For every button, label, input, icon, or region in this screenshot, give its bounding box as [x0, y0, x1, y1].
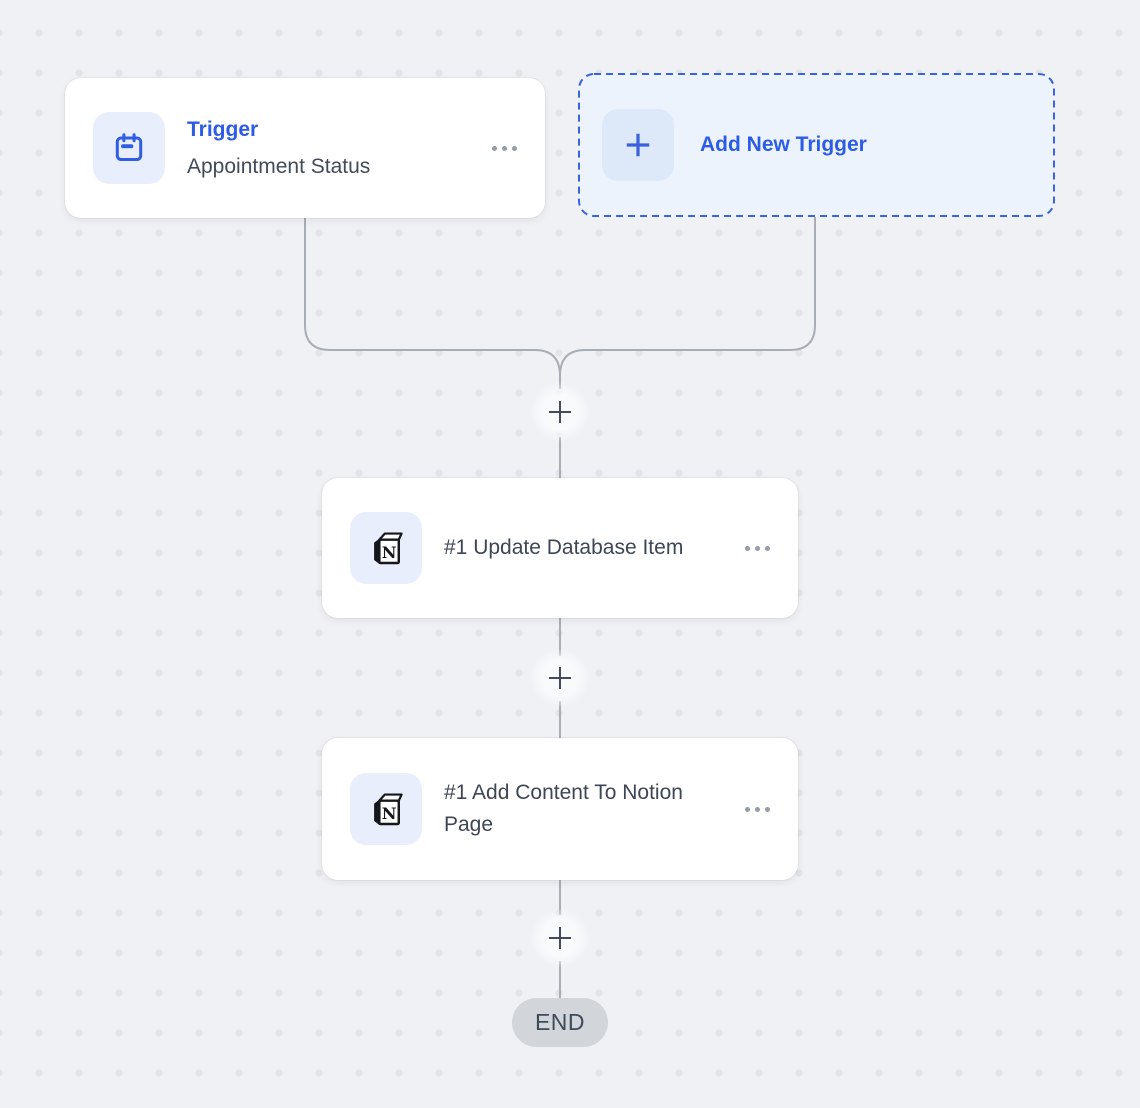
- ellipsis-menu-icon[interactable]: [490, 140, 519, 157]
- trigger-title: Trigger: [187, 118, 259, 141]
- add-new-trigger-button[interactable]: Add New Trigger: [578, 73, 1055, 217]
- end-node: END: [512, 998, 608, 1047]
- step-title: #1 Add Content To Notion Page: [444, 781, 683, 836]
- step-card-add-content-to-notion-page[interactable]: N #1 Add Content To Notion Page: [322, 738, 798, 880]
- step-card-update-database-item[interactable]: N #1 Update Database Item: [322, 478, 798, 618]
- step-title: #1 Update Database Item: [444, 536, 684, 559]
- ellipsis-menu-icon[interactable]: [743, 540, 772, 557]
- notion-icon: N: [350, 512, 422, 584]
- trigger-subtitle: Appointment Status: [187, 155, 371, 178]
- svg-text:N: N: [382, 543, 397, 562]
- ellipsis-menu-icon[interactable]: [743, 801, 772, 818]
- add-step-button-plus-icon[interactable]: [530, 908, 590, 968]
- trigger-card-texts: Trigger Appointment Status: [187, 111, 490, 185]
- plus-icon: [602, 109, 674, 181]
- svg-text:N: N: [382, 804, 397, 823]
- add-step-button-plus-icon[interactable]: [530, 648, 590, 708]
- add-step-button-plus-icon[interactable]: [530, 382, 590, 442]
- trigger-card[interactable]: Trigger Appointment Status: [65, 78, 545, 218]
- notion-icon: N: [350, 773, 422, 845]
- calendar-icon: [93, 112, 165, 184]
- add-new-trigger-label: Add New Trigger: [700, 133, 867, 156]
